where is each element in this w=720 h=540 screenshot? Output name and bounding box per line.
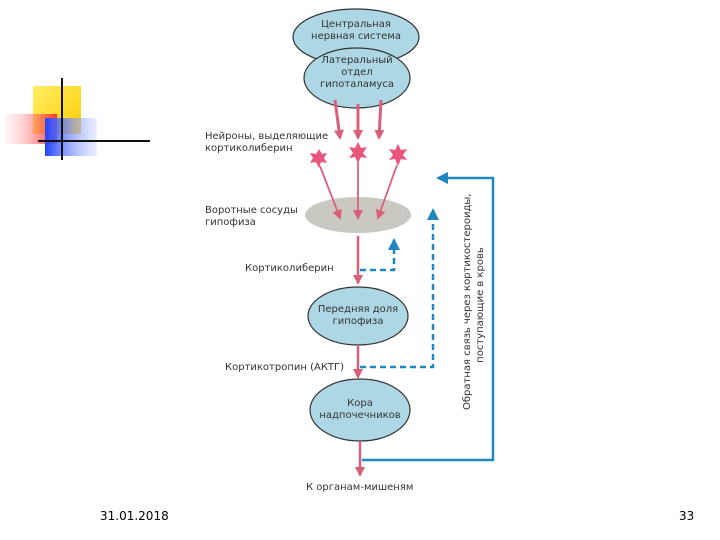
axon-right <box>375 164 398 220</box>
feedback-dashed-short <box>360 238 400 272</box>
feedback-label-line1: Обратная связь через кортикостероиды, <box>462 193 473 410</box>
pituitary-label: Передняя доля гипофиза <box>317 304 399 327</box>
neuron-center <box>349 142 367 163</box>
feedback-vertical-label: Обратная связь через кортикостероиды, по… <box>461 193 491 410</box>
slide-number: 33 <box>679 509 695 523</box>
adrenal-cortex-label: Кора надпочечников <box>319 398 401 421</box>
feedback-solid-corticosteroids <box>362 172 495 462</box>
logo-blue-square <box>45 118 97 156</box>
feedback-label-line2: поступающие в кровь <box>475 247 486 363</box>
pituitary-oval <box>307 286 409 346</box>
crh-label: Кортиколиберин <box>245 263 334 274</box>
slide-logo <box>5 78 150 160</box>
acth-label: Кортикотропин (АКТГ) <box>225 362 345 373</box>
neurons-label: Нейроны, выделяющие кортиколиберин <box>205 131 329 154</box>
axon-left <box>319 165 342 220</box>
neuron-left <box>310 149 327 168</box>
hypothalamus-arrow-right <box>374 99 385 140</box>
target-organs-label: К органам-мишеням <box>306 482 414 493</box>
portal-vessels-label: Воротные сосуды гипофиза <box>205 205 298 228</box>
hypothalamus-label: Латеральный отдел гипоталамуса <box>320 55 394 90</box>
cns-label: Центральная нервная система <box>311 19 401 42</box>
neuron-right <box>389 144 407 166</box>
hypothalamus-arrow-left <box>333 99 344 140</box>
feedback-dashed-long <box>360 208 439 369</box>
slide-date: 31.01.2018 <box>100 509 169 523</box>
